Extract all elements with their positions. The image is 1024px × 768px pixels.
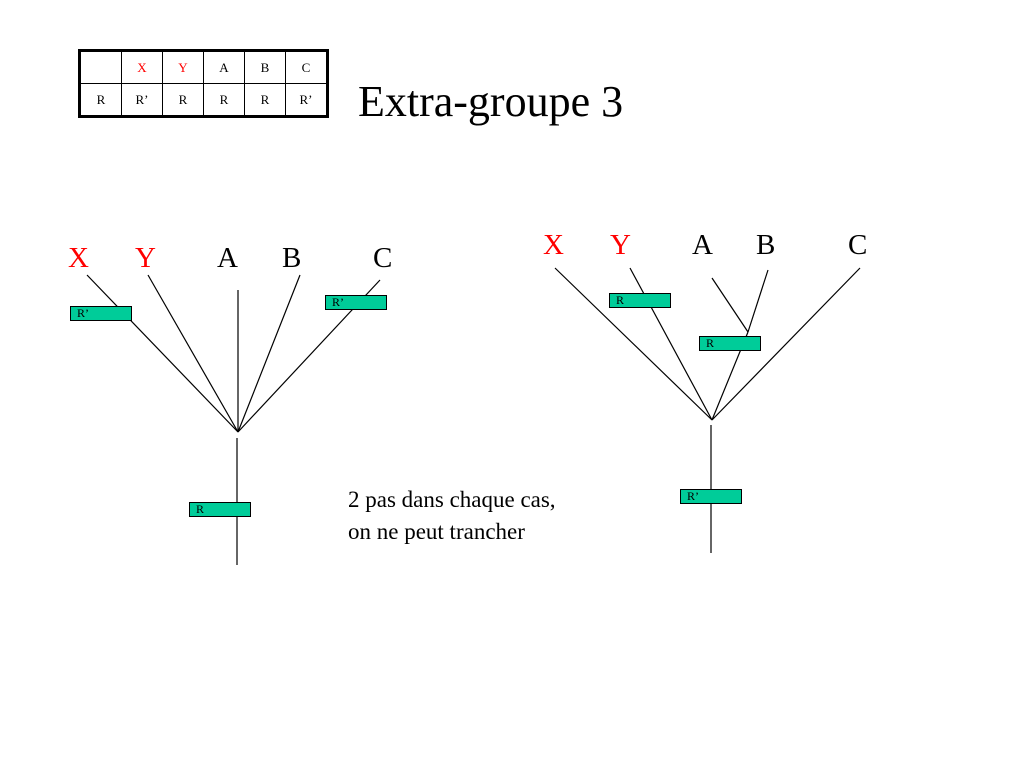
note-line-1: 2 pas dans chaque cas,: [348, 487, 556, 512]
left-state-x-branch: R’: [70, 306, 132, 321]
right-state-abc-clade: R: [699, 336, 761, 351]
right-branch-a: [711, 277, 749, 333]
table-state-cell: R’: [285, 83, 328, 117]
left-branch-b: [237, 274, 301, 433]
right-branch-x: [554, 267, 713, 421]
right-taxon-y: Y: [610, 229, 631, 261]
left-taxon-a: A: [217, 242, 238, 274]
table-header-cell: A: [203, 50, 245, 84]
right-taxon-b: B: [756, 229, 776, 261]
left-taxon-c: C: [373, 242, 393, 274]
left-state-c-branch: R’: [325, 295, 387, 310]
right-state-root: R’: [680, 489, 742, 504]
left-state-root: R: [189, 502, 251, 517]
right-taxon-x: X: [543, 229, 564, 261]
left-taxon-b: B: [282, 242, 302, 274]
right-taxon-a: A: [692, 229, 713, 261]
table-state-row: R R’ R R R R’: [79, 83, 328, 117]
left-taxon-y: Y: [135, 242, 156, 274]
right-branch-c: [711, 267, 861, 421]
note-line-2: on ne peut trancher: [348, 519, 525, 544]
slide-title: Extra-groupe 3: [358, 77, 624, 126]
table-state-cell: R: [79, 83, 122, 117]
right-state-xy-clade: R: [609, 293, 671, 308]
character-table: X Y A B C R R’ R R R R’: [78, 49, 329, 118]
left-taxon-x: X: [68, 242, 89, 274]
right-taxon-c: C: [848, 229, 868, 261]
left-branch-x: [86, 274, 239, 433]
conclusion-note: 2 pas dans chaque cas, on ne peut tranch…: [348, 484, 556, 548]
left-branch-y: [147, 274, 239, 433]
right-branch-b: [747, 269, 769, 333]
table-state-cell: R’: [121, 83, 163, 117]
table-header-cell: C: [285, 50, 328, 84]
